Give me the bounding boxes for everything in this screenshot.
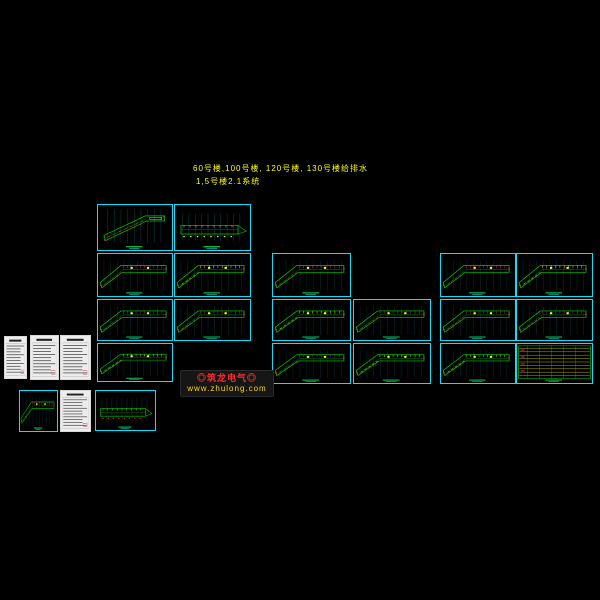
- drawing-sheet-b2: [272, 299, 351, 341]
- drawing-sheet-d3: [60, 335, 91, 380]
- drawing-sheet-e3: [95, 390, 156, 431]
- drawing-sheet-a2: [174, 204, 251, 251]
- drawing-sheet-b5: [353, 343, 431, 384]
- drawing-sheet-a1: [97, 204, 173, 251]
- drawing-sheet-c1: [440, 253, 516, 297]
- watermark-url: www.zhulong.com: [187, 384, 267, 393]
- drawing-sheet-b4: [272, 343, 351, 384]
- drawing-sheet-a3: [97, 253, 173, 297]
- watermark: ◎筑龙电气◎ www.zhulong.com: [180, 370, 274, 397]
- drawing-sheet-d1: [4, 336, 27, 379]
- drawing-sheet-c5: [440, 343, 516, 384]
- drawing-title-line2: 1,5号楼2.1系统: [196, 177, 261, 186]
- drawing-sheet-e1: [19, 390, 58, 432]
- drawing-sheet-c6: [516, 343, 593, 384]
- drawing-sheet-a4: [174, 253, 251, 297]
- drawing-sheet-b3: [353, 299, 431, 341]
- drawing-sheet-a5: [97, 299, 173, 341]
- drawing-sheet-d2: [30, 335, 59, 380]
- drawing-sheet-c4: [516, 299, 593, 341]
- drawing-title-line1: 60号楼,100号楼, 120号楼, 130号楼给排水: [193, 164, 369, 173]
- drawing-sheet-c3: [440, 299, 516, 341]
- drawing-sheet-a6: [174, 299, 251, 341]
- watermark-brand: ◎筑龙电气◎: [196, 373, 257, 383]
- drawing-sheet-e2: [60, 390, 91, 432]
- drawing-sheet-b1: [272, 253, 351, 297]
- drawing-sheet-c2: [516, 253, 593, 297]
- drawing-sheet-a7: [97, 343, 173, 382]
